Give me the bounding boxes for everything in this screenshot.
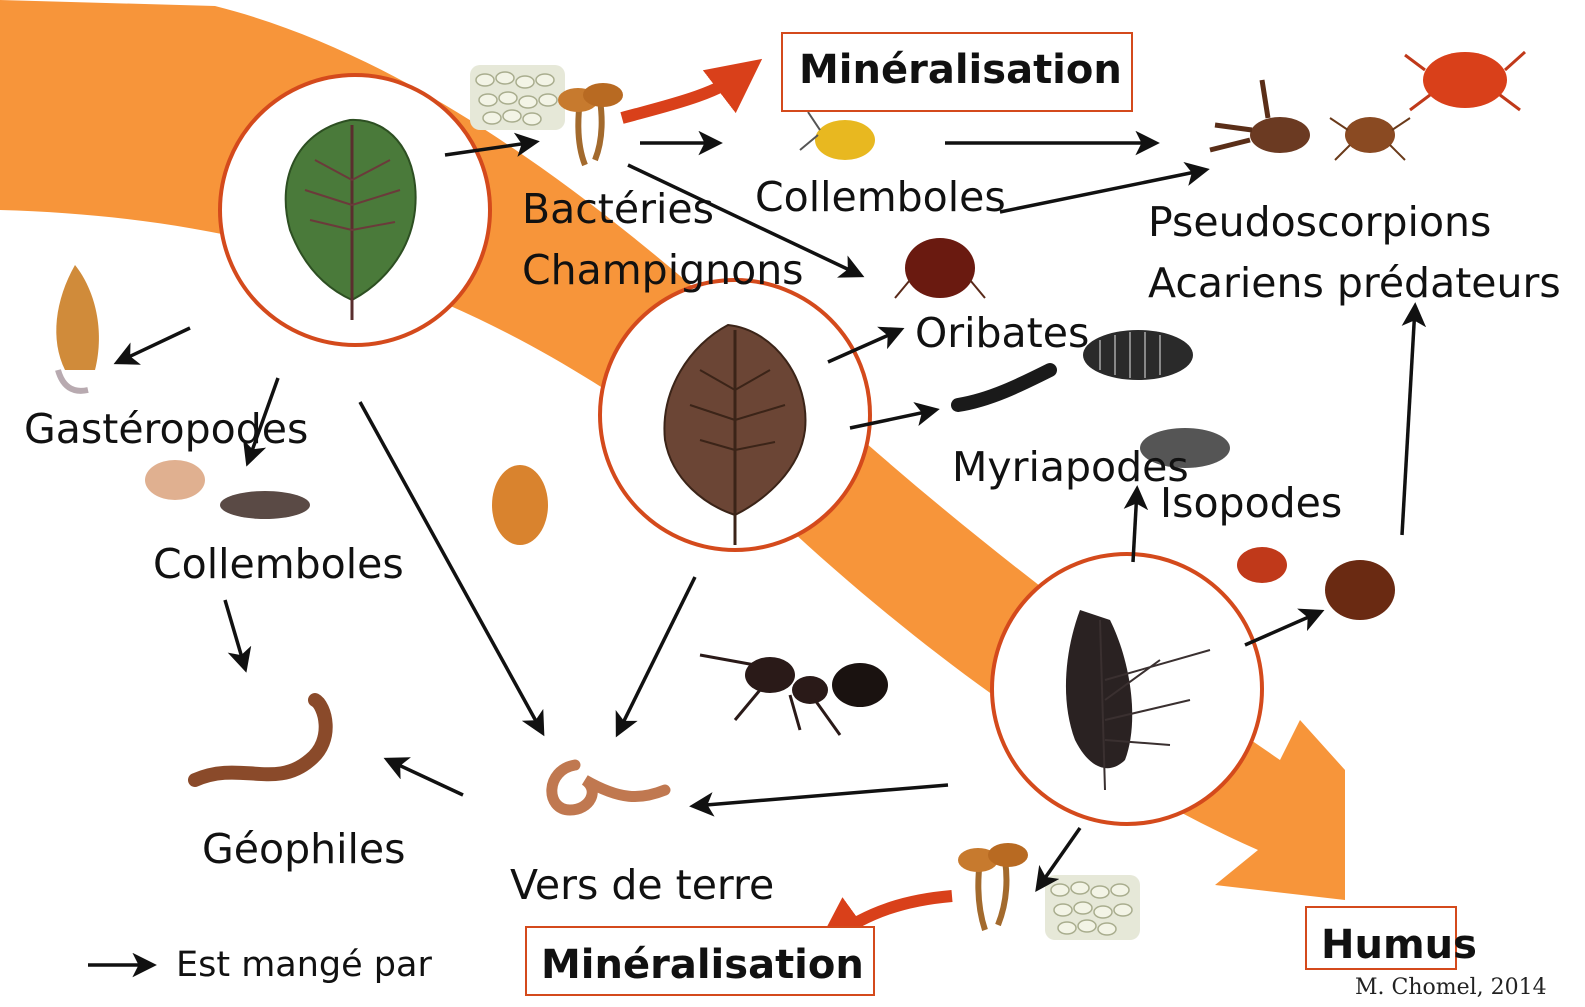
mineralisation-box-top: Minéralisation — [781, 32, 1133, 112]
fresh-litter-circle — [220, 75, 490, 345]
legend-label: Est mangé par — [176, 945, 432, 985]
humified-litter-circle — [992, 554, 1262, 824]
pseudoscorpion-icon — [1210, 80, 1310, 153]
mite-icon — [1237, 547, 1287, 583]
mineralisation-box-bottom: Minéralisation — [525, 926, 875, 996]
credit: M. Chomel, 2014 — [1355, 975, 1547, 1000]
earthworm-icon — [552, 765, 665, 810]
millipede-icon — [958, 370, 1050, 405]
label-oribates: Oribates — [915, 310, 1089, 357]
springtail-icon — [145, 460, 310, 519]
snail-icon — [56, 265, 99, 391]
label-bacteries: Bactéries — [522, 186, 714, 233]
millipede-icon — [1083, 330, 1193, 380]
bacteria-icon — [1045, 875, 1140, 940]
humus-box: Humus — [1305, 906, 1457, 970]
mushroom-icon — [958, 843, 1028, 930]
label-collemboles-left: Collemboles — [153, 541, 404, 588]
label-isopodes: Isopodes — [1160, 480, 1342, 527]
decomposing-litter-circle — [600, 280, 870, 550]
label-acariens: Acariens prédateurs — [1148, 260, 1561, 307]
mite-icon — [895, 238, 985, 298]
springtail-icon — [800, 112, 875, 160]
label-vers-de-terre: Vers de terre — [510, 862, 774, 909]
mushroom-icon — [558, 83, 623, 165]
label-gasteropodes: Gastéropodes — [24, 406, 308, 453]
bacteria-icon — [470, 65, 565, 130]
centipede-icon — [195, 700, 326, 780]
label-pseudoscorpions: Pseudoscorpions — [1148, 199, 1491, 246]
mite-icon — [492, 465, 548, 545]
mite-icon — [1405, 52, 1525, 110]
mite-icon — [1325, 560, 1395, 620]
ant-icon — [700, 655, 888, 735]
label-champignons: Champignons — [522, 247, 804, 294]
mite-icon — [1330, 117, 1410, 160]
label-myriapodes: Myriapodes — [952, 444, 1189, 491]
label-geophiles: Géophiles — [202, 826, 405, 873]
label-collemboles-top: Collemboles — [755, 174, 1006, 221]
